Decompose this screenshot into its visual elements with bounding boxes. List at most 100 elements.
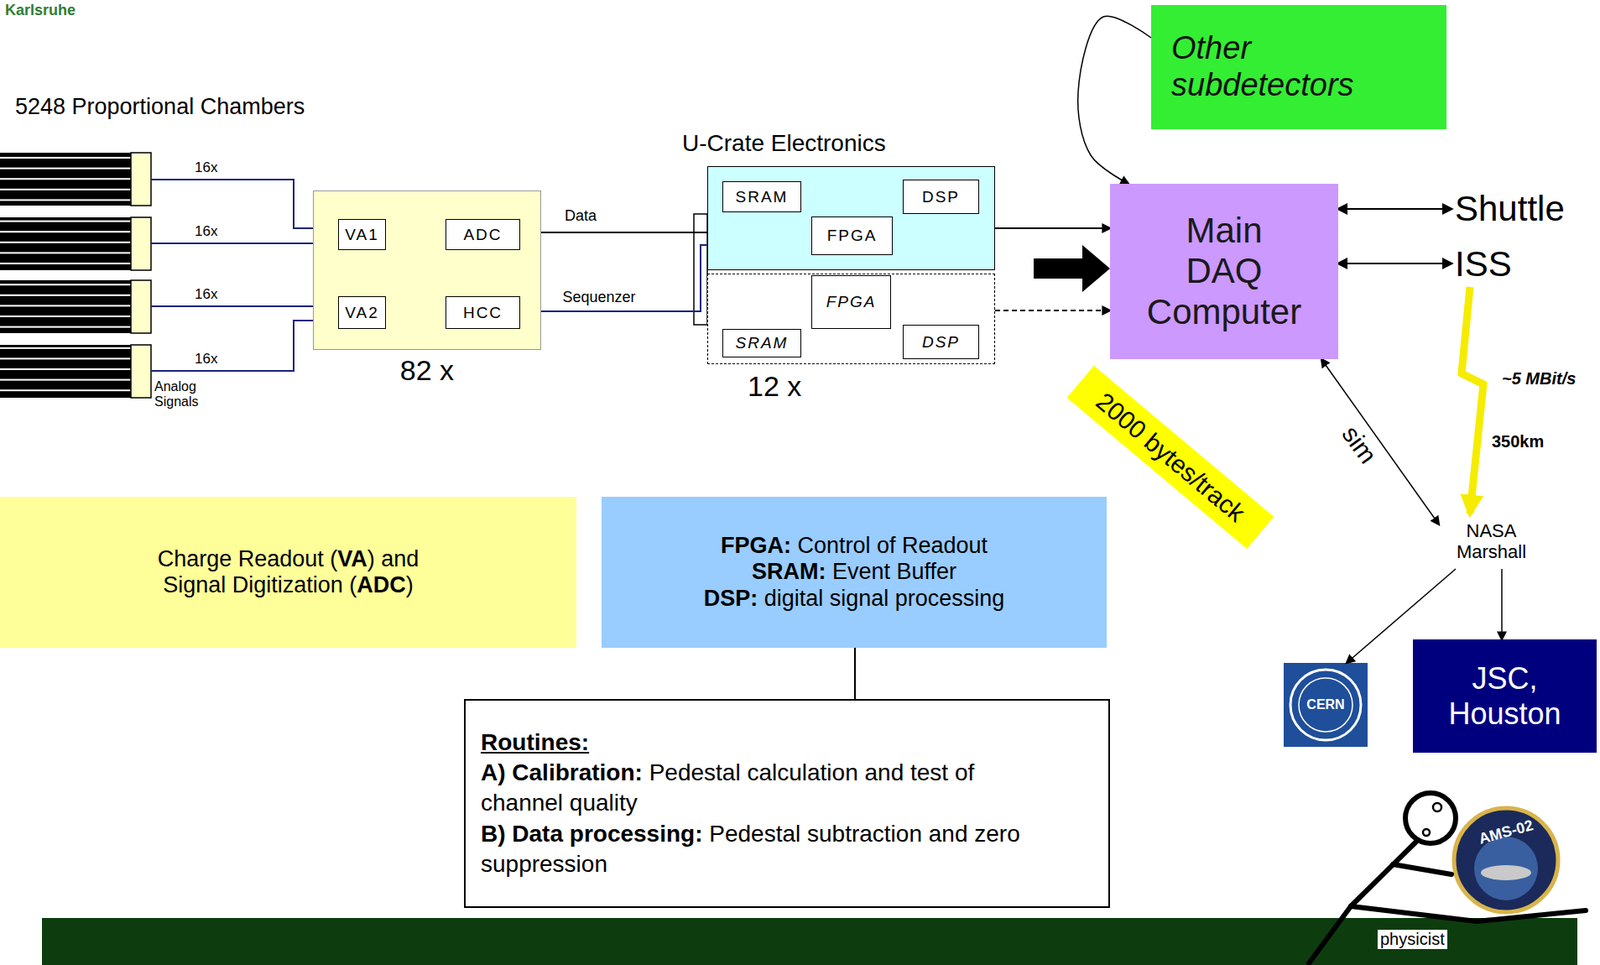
proportional-chambers: [0, 280, 131, 334]
readout-board: 82 xVA1ADCVA2HCC: [312, 190, 542, 350]
channel-count: 16x: [194, 286, 218, 303]
group-heading: 82 x: [313, 354, 541, 387]
cern-logo: [1283, 662, 1368, 747]
box-text: NASA Marshall: [1438, 520, 1544, 563]
text-part: (: [349, 572, 357, 598]
signal-wire: [151, 242, 339, 245]
chip-box: DSP: [902, 324, 980, 360]
connector-label: sim: [1334, 418, 1384, 472]
data-rate: ~5 MBit/s: [1501, 369, 1576, 389]
stick-figure: [1350, 841, 1417, 907]
chip-box: FPGA: [811, 216, 893, 256]
text-part: Event Buffer: [825, 558, 957, 584]
cern-logo: [1298, 677, 1353, 732]
box-text: A) Calibration: Pedestal calculation and…: [480, 757, 1060, 819]
signal-wire: [151, 179, 339, 229]
connector: [1338, 262, 1452, 265]
stick-figure: [1308, 792, 1586, 964]
connector: [1078, 15, 1152, 184]
ground-station: JSC, Houston: [1412, 639, 1597, 753]
signal-name: Analog Signals: [154, 379, 215, 411]
stick-figure: [1392, 864, 1452, 875]
crate-box: 12 xFPGASRAMDSP: [707, 273, 996, 365]
box-text: VA1: [344, 225, 380, 245]
box-text: FPGA: [826, 292, 877, 312]
box-text: CERN: [1306, 697, 1345, 713]
chip-box: ADC: [445, 218, 521, 251]
chip-box: SRAM: [722, 328, 802, 358]
proportional-chambers: [130, 344, 152, 398]
proportional-chambers: [130, 152, 152, 206]
box-text: B) Data processing: Pedestal subtraction…: [480, 818, 1060, 881]
ams-patch: [1454, 807, 1559, 913]
note-box: FPGA: Control of ReadoutSRAM: Event Buff…: [601, 496, 1107, 648]
connector-label: Sequenzer: [559, 288, 638, 307]
connector: [995, 309, 1111, 312]
box-text: VA2: [344, 303, 380, 323]
box-text: Other subdetectors: [1171, 30, 1382, 104]
box-text: DSP: [922, 187, 960, 207]
text-part: FPGA:: [720, 532, 792, 558]
stick-figure: [1308, 906, 1351, 964]
crate-box: U-Crate ElectronicsSRAMDSPFPGA: [707, 166, 996, 271]
group-heading: 12 x: [747, 370, 802, 403]
stick-figure: [1350, 906, 1586, 922]
connector: [1500, 568, 1503, 640]
logo-box: CERN: [1283, 662, 1368, 747]
connector: [1321, 359, 1439, 525]
stick-figure: [1433, 802, 1442, 812]
proportional-chambers: [0, 152, 131, 206]
connector: [995, 227, 1111, 230]
signal-wire: [151, 305, 339, 308]
connector-label: Data: [562, 207, 600, 225]
connector: [1338, 208, 1452, 210]
chip-box: VA2: [338, 296, 386, 329]
box-text: HCC: [463, 303, 503, 323]
text-part: ADC: [356, 572, 407, 598]
box-text: Routines:: [480, 727, 1060, 758]
box-text: Shuttle: [1454, 188, 1565, 230]
box-text: Main DAQ Computer: [1145, 210, 1303, 333]
text-part: DSP:: [703, 585, 759, 611]
ams-patch: [1480, 865, 1532, 881]
ground-station: NASA Marshall: [1438, 513, 1544, 569]
box-text: FPGA: [827, 226, 878, 245]
part-name: 5248 Proportional Chambers: [15, 93, 305, 120]
text-part: (: [329, 546, 338, 572]
distance: 350km: [1491, 432, 1544, 452]
group-heading: U-Crate Electronics: [682, 130, 886, 157]
ams-patch: [1454, 807, 1559, 913]
figure-caption: physicist: [1377, 929, 1448, 949]
text-part: ): [406, 572, 414, 598]
channel-count: 16x: [194, 223, 218, 240]
text-part: Charge Readout: [157, 546, 331, 572]
connector: [854, 647, 856, 699]
chip-box: FPGA: [811, 275, 892, 329]
text-part: digital signal processing: [757, 585, 1005, 611]
chip-box: DSP: [902, 179, 980, 214]
cern-logo: [1290, 669, 1361, 741]
proportional-chambers: [0, 344, 131, 398]
box-text: SRAM: Event Buffer: [751, 558, 957, 585]
proportional-chambers: [0, 152, 152, 398]
box-text: SRAM: [735, 187, 789, 207]
note-box: Routines:A) Calibration: Pedestal calcul…: [463, 698, 1111, 908]
footer-bar: [41, 917, 1578, 965]
text-part: A) Calibration:: [480, 759, 643, 786]
channel-count: 16x: [194, 159, 218, 177]
platform-label: ISS: [1451, 241, 1536, 287]
chip-box: HCC: [445, 296, 521, 329]
text-part: ): [367, 546, 376, 572]
patch-text: AMS-02: [1476, 816, 1535, 848]
platform-label: Shuttle: [1451, 186, 1578, 232]
text-part: VA: [337, 546, 368, 572]
chip-box: SRAM: [722, 181, 802, 213]
box-text: DSP: [922, 333, 960, 352]
box-text: FPGA: Control of Readout: [720, 532, 988, 559]
institute-name: Karlsruhe: [5, 1, 76, 20]
channel-count: 16x: [194, 350, 218, 368]
box-text: JSC, Houston: [1426, 661, 1584, 731]
box-text: Charge Readout (VA) and Signal Digitizat…: [125, 546, 453, 599]
text-part: B) Data processing:: [480, 820, 704, 847]
box-text: ISS: [1454, 244, 1512, 285]
